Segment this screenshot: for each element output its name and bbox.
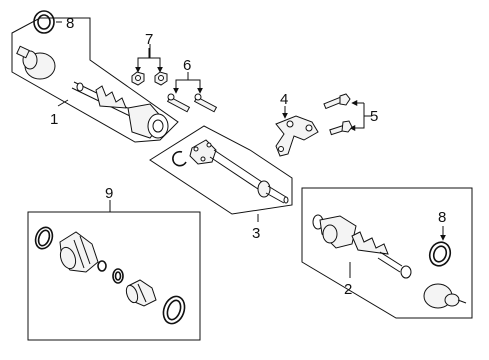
bolt-6-left [166, 93, 191, 113]
bolt-6-right [193, 93, 218, 113]
kit-ring-medium [162, 295, 186, 325]
outer-cv-joint-2 [423, 283, 467, 309]
assembly-3-outline [149, 125, 293, 215]
shaft-1 [71, 81, 137, 119]
callout-8-top: 8 [66, 15, 74, 32]
callout-3: 3 [252, 225, 260, 242]
kit-ring-large [34, 226, 54, 250]
nut-right [154, 71, 168, 86]
bolts-5 [323, 93, 372, 136]
callout-2: 2 [344, 281, 352, 298]
callout-5: 5 [370, 108, 378, 125]
kit-boot-large [59, 231, 99, 273]
assembly-1-outline [11, 17, 179, 143]
assembly-2-right-drive-shaft [301, 187, 473, 319]
callout-9: 9 [105, 185, 113, 202]
kit-ring-small [112, 268, 124, 284]
snap-ring [172, 150, 187, 167]
assembly-1-left-drive-shaft [11, 10, 179, 143]
kit-boot-small [125, 279, 157, 307]
seal-ring-8-right [428, 241, 452, 267]
assembly-9-outline [27, 211, 201, 341]
seal-ring-8-top [33, 10, 55, 34]
inner-cv-joint-1 [127, 103, 169, 139]
kit-clamp-small [97, 260, 107, 272]
callout-6: 6 [183, 57, 191, 74]
callout-7: 7 [145, 31, 153, 48]
callout-1: 1 [50, 111, 58, 128]
outer-cv-joint-1 [16, 45, 56, 80]
intermediate-shaft-body [209, 149, 289, 204]
assembly-3-intermediate-shaft [149, 125, 293, 215]
bolts-6 [166, 72, 218, 113]
bracket-4 [275, 106, 319, 157]
callout-4: 4 [280, 91, 288, 108]
bolt-5-lower [329, 120, 353, 136]
bolt-5-upper [323, 93, 351, 110]
shaft-2 [351, 231, 412, 279]
nut-left [131, 71, 145, 86]
assembly-9-boot-kit [27, 211, 201, 341]
nuts-7 [131, 48, 168, 86]
inner-cv-joint-2 [312, 214, 357, 249]
leader-lines [56, 21, 351, 278]
bearing-bracket [189, 139, 217, 165]
assembly-2-outline [301, 187, 473, 319]
callout-8-right: 8 [438, 209, 446, 226]
callout-labels: 8 1 7 6 4 5 3 9 8 2 [50, 15, 446, 298]
